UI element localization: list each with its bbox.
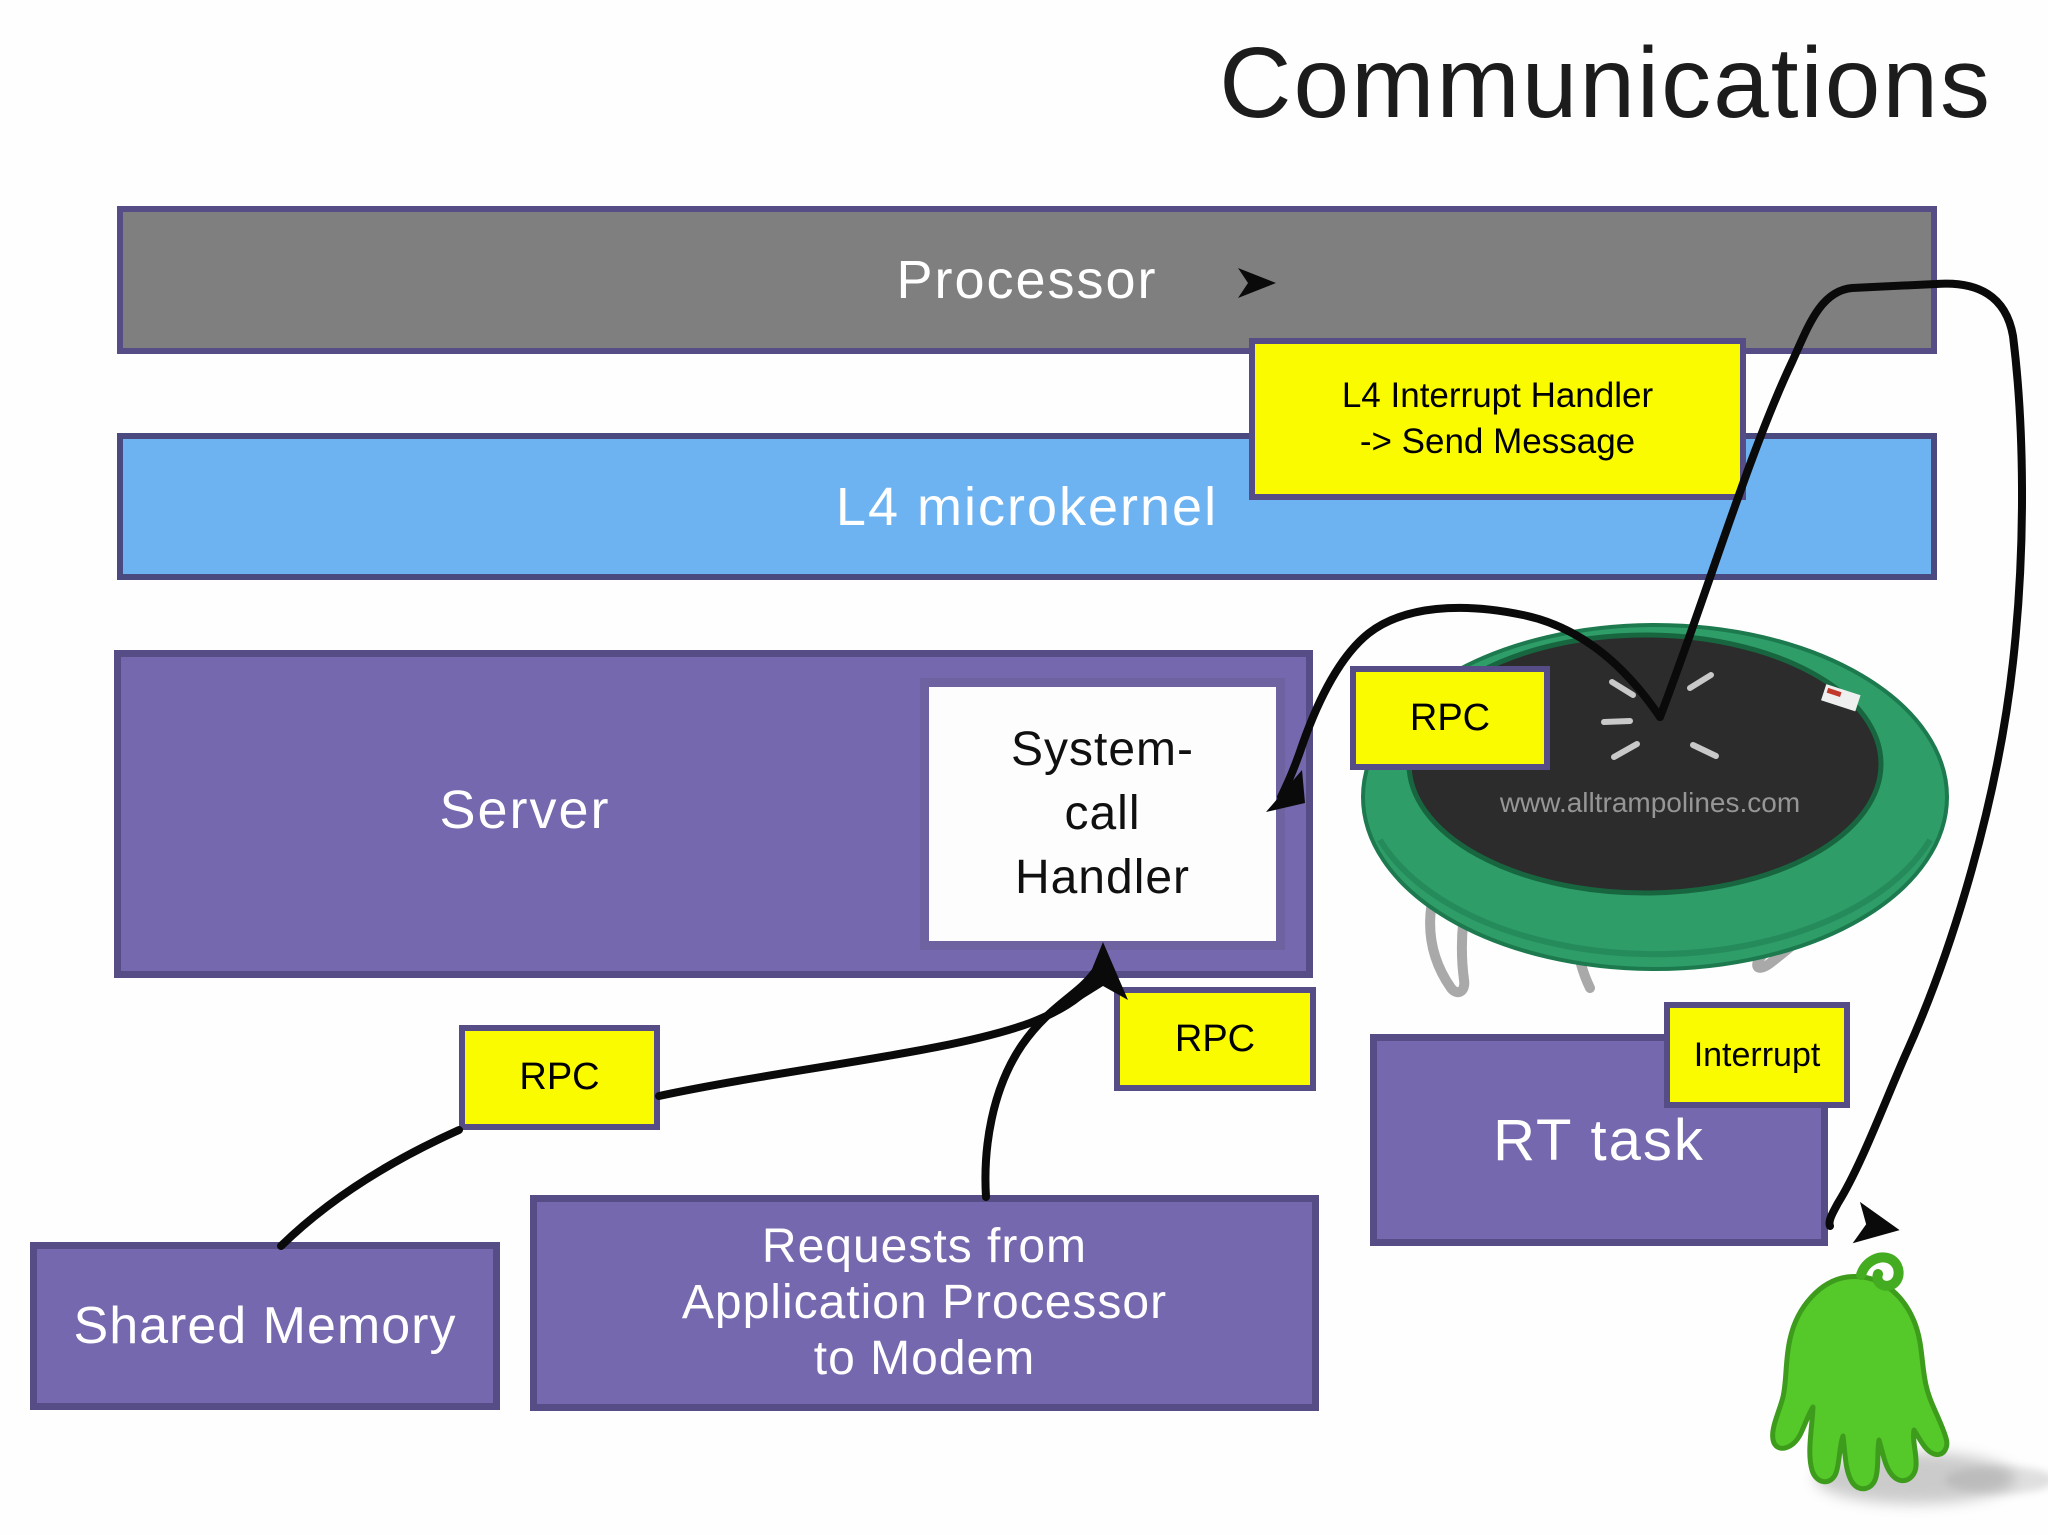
syscall-line-2: call — [1064, 787, 1141, 840]
trampoline-watermark: www.alltrampolines.com — [1499, 787, 1800, 818]
processor-label: Processor — [896, 250, 1158, 310]
rt-flow-arrowhead-icon — [1852, 1201, 1900, 1244]
l4-microkernel-label: L4 microkernel — [835, 476, 1219, 537]
requests-line-2: Application Processor — [681, 1276, 1168, 1329]
rpc-trampoline-label: RPC — [1409, 696, 1491, 739]
hand-shape — [1770, 1252, 1950, 1492]
requests-box: Requests from Application Processor to M… — [530, 1195, 1319, 1411]
l4-interrupt-handler-line-1: L4 Interrupt Handler — [1341, 376, 1654, 415]
green-hand-graphic — [1770, 1252, 2048, 1504]
rpc-callout-server: RPC — [1114, 987, 1316, 1091]
interrupt-label: Interrupt — [1693, 1035, 1821, 1074]
requests-line-3: to Modem — [813, 1332, 1036, 1385]
shared-memory-label: Shared Memory — [73, 1297, 457, 1355]
rpc-callout-trampoline: RPC — [1350, 666, 1550, 770]
l4-interrupt-handler-callout: L4 Interrupt Handler -> Send Message — [1249, 338, 1746, 500]
shared-memory-to-rpc-line — [277, 1126, 463, 1250]
syscall-line-1: System- — [1010, 723, 1194, 776]
rpc-callout-shared-memory: RPC — [459, 1025, 660, 1130]
trampoline-legs — [1425, 795, 1895, 998]
hand-curl — [1856, 1252, 1904, 1291]
bounce-impact-marks — [1601, 672, 1719, 760]
rpc-server-label: RPC — [1174, 1017, 1256, 1060]
slide-title: Communications — [1219, 27, 1992, 139]
processor-bar: Processor — [117, 206, 1937, 354]
server-label-wrap: Server — [130, 660, 920, 960]
requests-line-1: Requests from — [761, 1220, 1088, 1273]
trampoline-pad-shade — [1377, 838, 1933, 958]
server-label: Server — [439, 780, 611, 840]
rpc-shared-label: RPC — [519, 1056, 600, 1098]
trampoline-tag — [1821, 684, 1861, 712]
shared-memory-box: Shared Memory — [30, 1242, 500, 1410]
rpc-to-server-line — [655, 973, 1101, 1100]
requests-to-server-line — [981, 969, 1098, 1201]
interrupt-callout: Interrupt — [1664, 1002, 1850, 1108]
syscall-handler-box: System- call Handler — [920, 678, 1285, 950]
syscall-line-3: Handler — [1014, 851, 1191, 904]
l4-interrupt-handler-line-2: -> Send Message — [1359, 422, 1636, 461]
hand-shadow — [1815, 1452, 2015, 1504]
hand-shadow-streak — [1945, 1466, 2048, 1494]
rt-task-label: RT task — [1493, 1107, 1705, 1173]
